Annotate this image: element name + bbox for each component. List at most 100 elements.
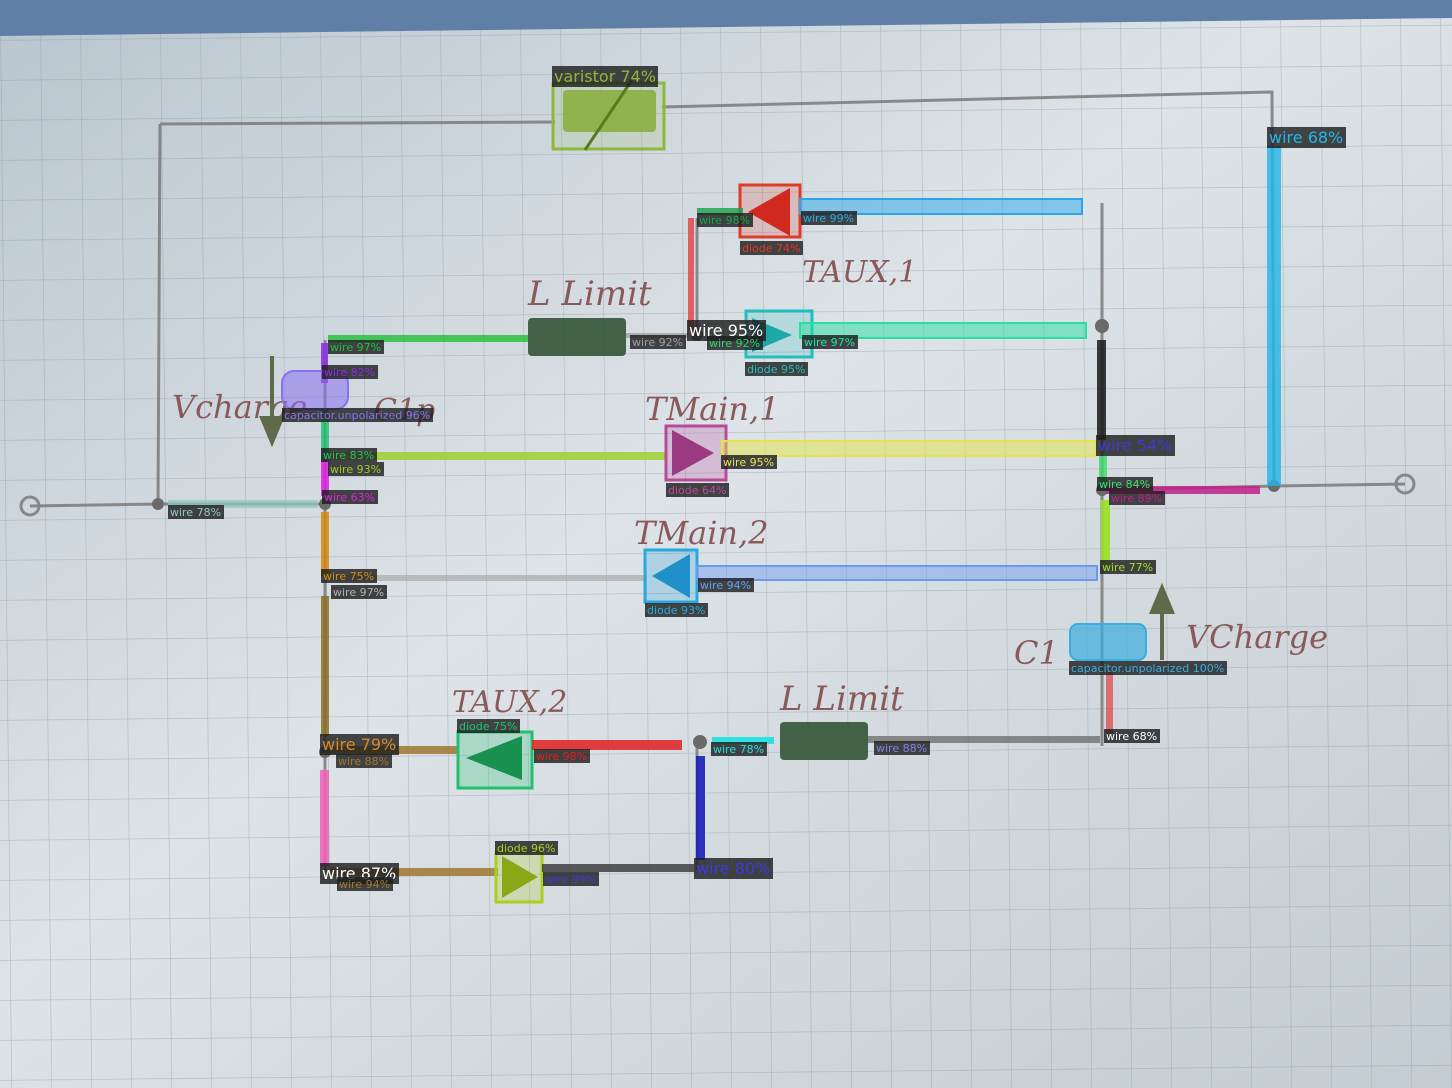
handwritten-t-main-2: TMain,2 <box>634 514 769 552</box>
label-background <box>331 585 387 599</box>
label-text: wire 88% <box>876 742 927 755</box>
label-diode-64: diode 64% <box>666 483 729 497</box>
wire-77-mask <box>1101 500 1110 566</box>
label-background <box>1069 661 1227 675</box>
wire-94-bottom-mask <box>330 868 498 876</box>
label-background <box>328 462 384 476</box>
label-text: wire 94% <box>700 579 751 592</box>
label-wire-92-b: wire 92% <box>707 336 763 350</box>
label-wire-93: wire 93% <box>328 462 384 476</box>
label-text: diode 95% <box>747 363 805 376</box>
label-background <box>711 742 767 756</box>
label-background <box>645 603 708 617</box>
label-diode-75: diode 75% <box>457 719 520 733</box>
label-wire-89: wire 89% <box>1109 491 1165 505</box>
wire-63-mask <box>321 460 329 496</box>
label-background <box>1097 477 1153 491</box>
label-background <box>282 408 433 422</box>
capacitor-100-mask <box>1069 623 1147 661</box>
label-text: diode 64% <box>668 484 726 497</box>
wire-97-left-mask <box>328 335 528 342</box>
label-background <box>740 241 803 255</box>
diode-64-body <box>672 430 714 476</box>
label-background <box>321 448 377 462</box>
label-wire-98-bottom: wire 98% <box>534 749 590 763</box>
wire-red-cap <box>1106 672 1113 734</box>
label-wire-82: wire 82% <box>322 365 378 379</box>
wire-99-bottom-mask <box>542 864 694 872</box>
label-wire-83: wire 83% <box>321 448 377 462</box>
wire-78-bottom-mask <box>712 737 774 744</box>
label-background <box>337 877 393 891</box>
label-background <box>534 749 590 763</box>
label-wire-98-top: wire 98% <box>697 213 753 227</box>
label-text: capacitor.unpolarized 96% <box>284 409 430 422</box>
label-text: wire 94% <box>339 878 390 891</box>
label-wire-79: wire 79% <box>320 734 399 755</box>
label-text: capacitor.unpolarized 100% <box>1071 662 1224 675</box>
wire-88-right-mask <box>868 736 1100 743</box>
label-wire-99-top: wire 99% <box>801 211 857 225</box>
label-background <box>721 455 777 469</box>
label-background <box>687 320 766 341</box>
label-text: wire 82% <box>324 366 375 379</box>
label-wire-78-left: wire 78% <box>168 505 224 519</box>
label-background <box>336 754 392 768</box>
label-background <box>322 365 378 379</box>
label-text: wire 95% <box>723 456 774 469</box>
label-text: wire 99% <box>545 873 596 886</box>
label-text: diode 93% <box>647 604 705 617</box>
label-text: wire 92% <box>709 337 760 350</box>
label-wire-88-right: wire 88% <box>874 741 930 755</box>
label-wire-78-bottom: wire 78% <box>711 742 767 756</box>
label-text: wire 97% <box>333 586 384 599</box>
label-wire-97-right: wire 97% <box>802 335 858 349</box>
label-text: wire 68% <box>1269 128 1343 147</box>
label-capacitor-96: capacitor.unpolarized 96% <box>282 408 433 422</box>
diode-75-body <box>466 736 522 780</box>
label-diode-93: diode 93% <box>645 603 708 617</box>
wire-82-mask <box>321 343 328 383</box>
label-background <box>694 858 773 879</box>
label-wire-68-top: wire 68% <box>1267 127 1346 148</box>
label-text: diode 96% <box>497 842 555 855</box>
label-diode-74: diode 74% <box>740 241 803 255</box>
label-background <box>1100 560 1156 574</box>
label-wire-80: wire 80% <box>694 858 773 879</box>
label-background <box>697 213 753 227</box>
label-varistor-74: varistor 74% <box>552 66 658 87</box>
label-background <box>457 719 520 733</box>
wire-98-top-mask <box>697 208 743 215</box>
label-wire-88-left: wire 88% <box>336 754 392 768</box>
handwritten-l-limit-bottom: L Limit <box>779 679 904 719</box>
label-text: wire 99% <box>803 212 854 225</box>
label-text: wire 95% <box>689 321 763 340</box>
label-text: wire 78% <box>713 743 764 756</box>
handwritten-t-main-1: TMain,1 <box>645 390 780 428</box>
handwritten-v-charge-right: VCharge <box>1186 618 1328 656</box>
label-diode-95: diode 95% <box>745 362 808 376</box>
inductor-top-body <box>528 318 626 356</box>
label-text: wire 75% <box>323 570 374 583</box>
label-text: wire 88% <box>338 755 389 768</box>
wire-78-left-mask <box>168 500 318 508</box>
wire-83-mask <box>321 410 329 460</box>
label-text: wire 78% <box>170 506 221 519</box>
label-wire-94-main2: wire 94% <box>698 578 754 592</box>
wire-97-lower-mask <box>329 575 647 581</box>
label-wire-95-mid: wire 95% <box>687 320 766 341</box>
label-text: varistor 74% <box>554 67 656 86</box>
label-background <box>874 741 930 755</box>
label-text: wire 89% <box>1111 492 1162 505</box>
handwritten-t-aux-1: TAUX,1 <box>802 255 917 290</box>
wire-95-main1-mask <box>721 440 1097 457</box>
label-text: wire 77% <box>1102 561 1153 574</box>
label-text: wire 93% <box>330 463 381 476</box>
label-wire-92-a: wire 92% <box>630 335 686 349</box>
diode-74-body <box>748 188 790 236</box>
label-background <box>552 66 658 87</box>
label-background <box>1096 435 1175 456</box>
label-text: wire 84% <box>1099 478 1150 491</box>
